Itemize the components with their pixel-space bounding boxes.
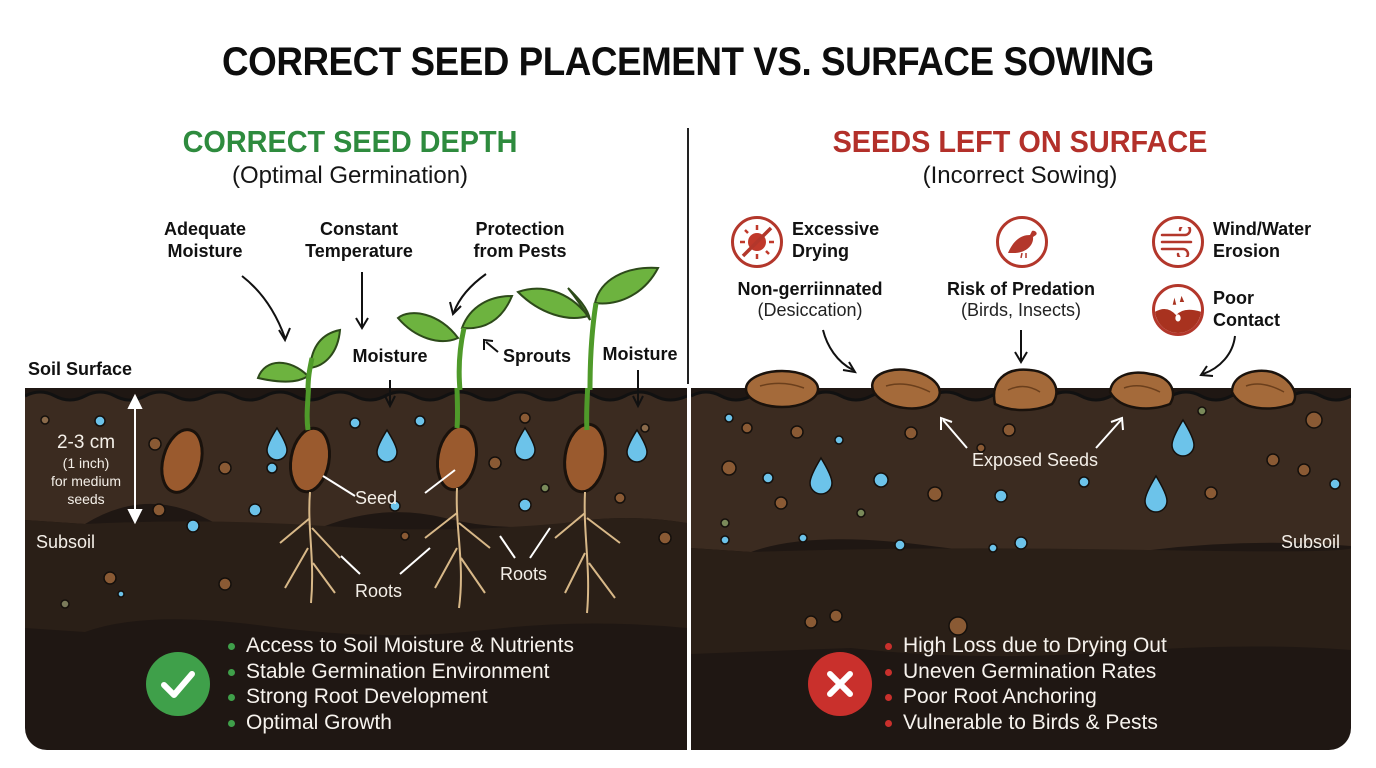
label-risk-of-predation: Risk of Predation — [946, 279, 1096, 299]
soil-cross-section-correct — [25, 388, 687, 750]
label-protection-from-pests: Protection from Pests — [473, 219, 567, 261]
left-panel-subheading: (Optimal Germination) — [231, 162, 469, 189]
soil-splash-icon — [1155, 295, 1201, 333]
right-panel-heading: SEEDS LEFT ON SURFACE — [832, 124, 1208, 159]
label-seed: Seed — [355, 488, 398, 508]
benefit-item: Stable Germination Environment — [226, 659, 574, 685]
sun-crossed-icon — [740, 225, 774, 259]
soil-layers-illustration — [25, 388, 687, 750]
callout-arrows-right — [822, 329, 1236, 377]
drawback-item: High Loss due to Drying Out — [883, 633, 1167, 659]
drawback-item: Vulnerable to Birds & Pests — [883, 710, 1167, 736]
poor-contact-icon-badge — [1152, 284, 1204, 336]
drawback-item: Poor Root Anchoring — [883, 684, 1167, 710]
label-birds-insects: (Birds, Insects) — [960, 300, 1082, 320]
success-badge — [146, 652, 210, 716]
x-icon — [827, 671, 853, 697]
seedling-sprouts-illustration — [256, 266, 660, 390]
bird-icon — [1008, 230, 1037, 259]
depth-note-2: seeds — [67, 491, 105, 507]
predation-icon-badge — [996, 216, 1048, 268]
label-excessive-drying: Excessive Drying — [792, 219, 880, 261]
depth-inch: (1 inch) — [62, 455, 110, 471]
benefit-item: Strong Root Development — [226, 684, 574, 710]
soil-cross-section-incorrect — [691, 388, 1351, 750]
exposed-seeds-illustration — [744, 368, 1297, 412]
panel-divider — [687, 128, 689, 384]
soil-layers-illustration-right — [691, 388, 1351, 750]
failure-badge — [808, 652, 872, 716]
label-constant-temperature: Constant Temperature — [305, 219, 413, 261]
label-subsoil-left: Subsoil — [36, 532, 96, 552]
label-roots-2: Roots — [500, 564, 548, 584]
depth-value: 2-3 cm — [56, 432, 116, 453]
label-non-germinated: Non-gerriinnated — [737, 279, 883, 299]
label-soil-surface: Soil Surface — [28, 359, 133, 379]
label-roots-1: Roots — [355, 581, 403, 601]
benefit-item: Access to Soil Moisture & Nutrients — [226, 633, 574, 659]
benefit-item: Optimal Growth — [226, 710, 574, 736]
label-poor-contact: Poor Contact — [1213, 288, 1280, 330]
right-panel-subheading: (Incorrect Sowing) — [922, 162, 1118, 189]
depth-note-1: for medium — [50, 473, 122, 489]
label-wind-water-erosion: Wind/Water Erosion — [1213, 219, 1312, 261]
check-icon — [161, 671, 195, 698]
main-title: CORRECT SEED PLACEMENT VS. SURFACE SOWIN… — [222, 40, 1154, 84]
drawbacks-list: High Loss due to Drying Out Uneven Germi… — [883, 633, 1167, 735]
callout-arrows-left — [241, 272, 644, 409]
benefits-list: Access to Soil Moisture & Nutrients Stab… — [226, 633, 574, 735]
wind-icon — [1160, 227, 1193, 257]
label-moisture-1: Moisture — [352, 346, 428, 366]
label-exposed-seeds: Exposed Seeds — [971, 450, 1099, 470]
label-adequate-moisture: Adequate Moisture — [163, 219, 246, 261]
label-moisture-2: Moisture — [602, 344, 678, 364]
label-sprouts: Sprouts — [502, 346, 571, 366]
left-panel-heading: CORRECT SEED DEPTH — [182, 124, 518, 159]
label-desiccation: (Desiccation) — [757, 300, 863, 320]
erosion-icon-badge — [1152, 216, 1204, 268]
drawback-item: Uneven Germination Rates — [883, 659, 1167, 685]
label-subsoil-right: Subsoil — [1280, 532, 1340, 552]
excessive-drying-icon-badge — [731, 216, 783, 268]
depth-annotation: 2-3 cm (1 inch) for medium seeds — [38, 432, 134, 508]
